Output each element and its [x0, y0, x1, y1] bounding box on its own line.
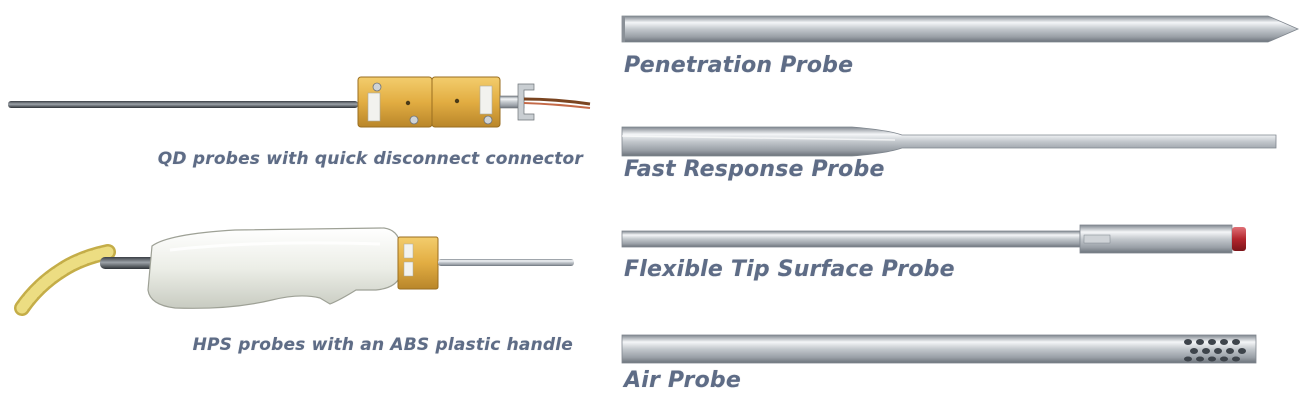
fast-response-probe-caption: Fast Response Probe: [624, 157, 885, 182]
fast-response-probe-image: [621, 126, 1277, 157]
qd-probe-caption: QD probes with quick disconnect connecto…: [157, 149, 583, 169]
hps-probe-image: [14, 227, 574, 316]
flexible-tip-probe-image: [621, 224, 1246, 254]
penetration-probe-image: [621, 15, 1300, 43]
air-probe-image: [621, 334, 1257, 364]
air-probe-vent-holes: [1184, 339, 1246, 362]
penetration-probe-caption: Penetration Probe: [624, 53, 854, 78]
qd-probe-image: [8, 76, 591, 128]
air-probe-caption: Air Probe: [624, 368, 741, 393]
flexible-tip-probe-caption: Flexible Tip Surface Probe: [624, 257, 955, 282]
hps-probe-caption: HPS probes with an ABS plastic handle: [192, 335, 573, 355]
